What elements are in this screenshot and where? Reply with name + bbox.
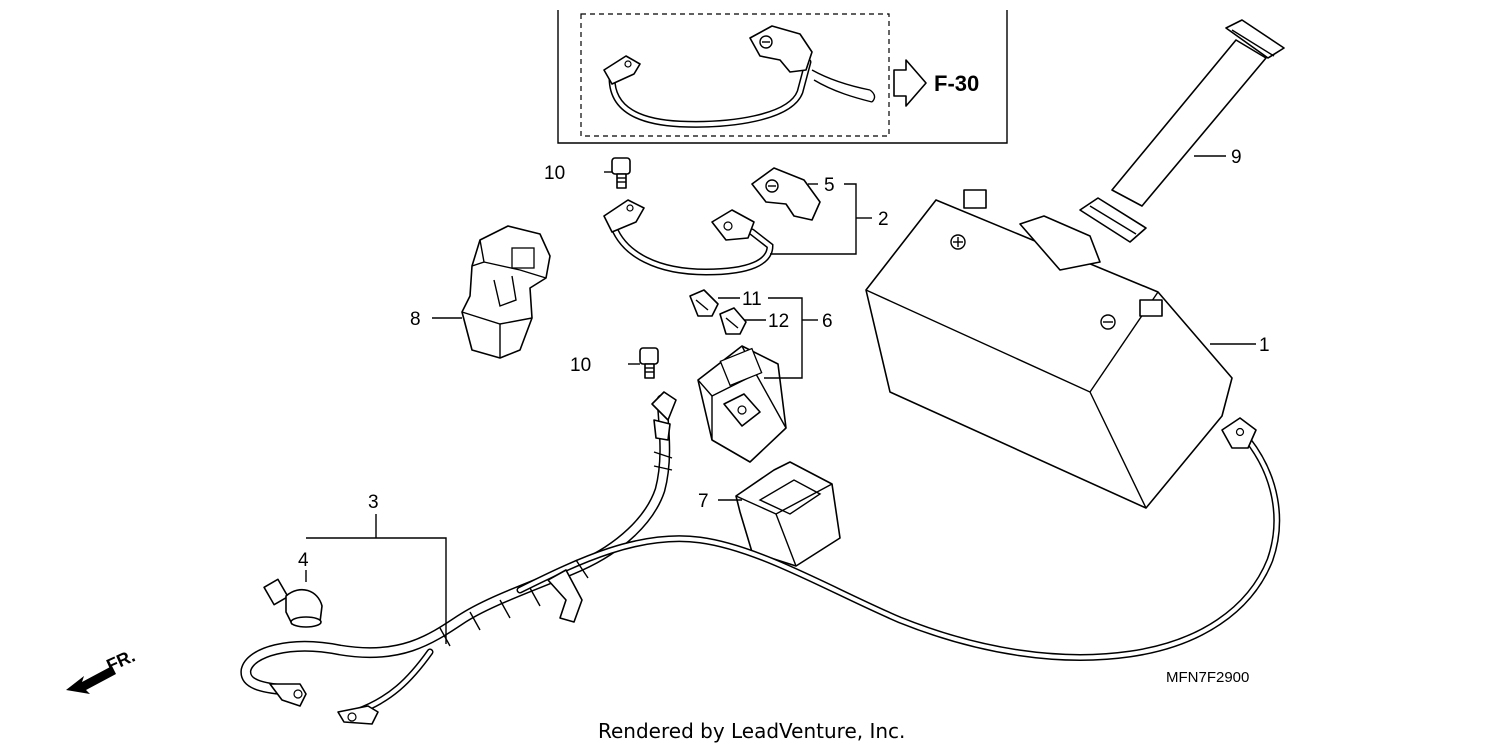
terminal-bolt-lower <box>639 347 659 379</box>
callout-11[interactable]: 11 <box>742 289 762 310</box>
inset-detail: F-30 <box>557 10 1008 144</box>
relay-holder <box>461 225 551 359</box>
reference-arrow-icon[interactable] <box>893 59 927 107</box>
callout-8[interactable]: 8 <box>410 309 421 330</box>
battery <box>865 189 1233 509</box>
leader-lines <box>305 155 1256 644</box>
callout-4[interactable]: 4 <box>298 550 309 571</box>
fuse-a <box>689 289 719 317</box>
callout-5[interactable]: 5 <box>824 175 835 196</box>
callout-2[interactable]: 2 <box>878 209 889 230</box>
negative-cable <box>603 199 774 276</box>
callout-12[interactable]: 12 <box>768 311 789 332</box>
front-arrow-icon <box>66 666 116 694</box>
terminal-bolt-upper <box>611 157 631 189</box>
front-direction-indicator: FR. <box>66 646 138 694</box>
callout-6[interactable]: 6 <box>822 311 833 332</box>
front-indicator-label: FR. <box>103 646 138 676</box>
callout-10-lower[interactable]: 10 <box>570 355 591 376</box>
callout-9[interactable]: 9 <box>1231 147 1242 168</box>
terminal-cover <box>751 167 821 221</box>
callout-1[interactable]: 1 <box>1259 335 1270 356</box>
relay-cover <box>735 461 841 567</box>
callout-3[interactable]: 3 <box>368 492 379 513</box>
fuse-b <box>719 307 747 335</box>
starter-cable <box>240 391 1281 725</box>
starter-relay <box>697 345 787 463</box>
credit-line: Rendered by LeadVenture, Inc. <box>598 719 905 743</box>
battery-band <box>1079 19 1285 243</box>
callouts: 1 2 3 4 5 6 7 8 9 10 10 11 12 <box>298 147 1270 571</box>
callout-7[interactable]: 7 <box>698 491 709 512</box>
terminal-cap <box>263 578 323 628</box>
reference-arrow-label[interactable]: F-30 <box>934 71 979 96</box>
callout-10-upper[interactable]: 10 <box>544 163 565 184</box>
diagram-code: MFN7F2900 <box>1166 669 1249 686</box>
